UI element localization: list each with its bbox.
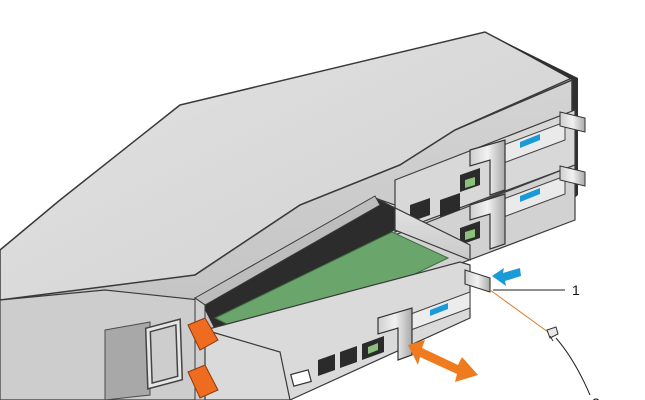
- sled-handle-mid-right[interactable]: [469, 193, 506, 250]
- callout-1-label: 1: [572, 282, 580, 298]
- chassis-left-recess: [104, 321, 151, 400]
- release-tab-housing: [464, 269, 491, 293]
- callout-2-label: 2: [592, 395, 600, 400]
- callout-2-leader: [555, 337, 591, 396]
- release-tab-arrow-icon: [492, 268, 521, 286]
- motion-double-arrow-icon: [408, 340, 478, 382]
- sled-handle-top-right[interactable]: [469, 139, 506, 196]
- left-chassis-handles: [144, 317, 219, 399]
- extracted-sled[interactable]: [194, 195, 471, 400]
- extracted-sled-handle[interactable]: [377, 307, 413, 361]
- screw-leader-line: [489, 289, 549, 333]
- screw-icon: [546, 326, 559, 342]
